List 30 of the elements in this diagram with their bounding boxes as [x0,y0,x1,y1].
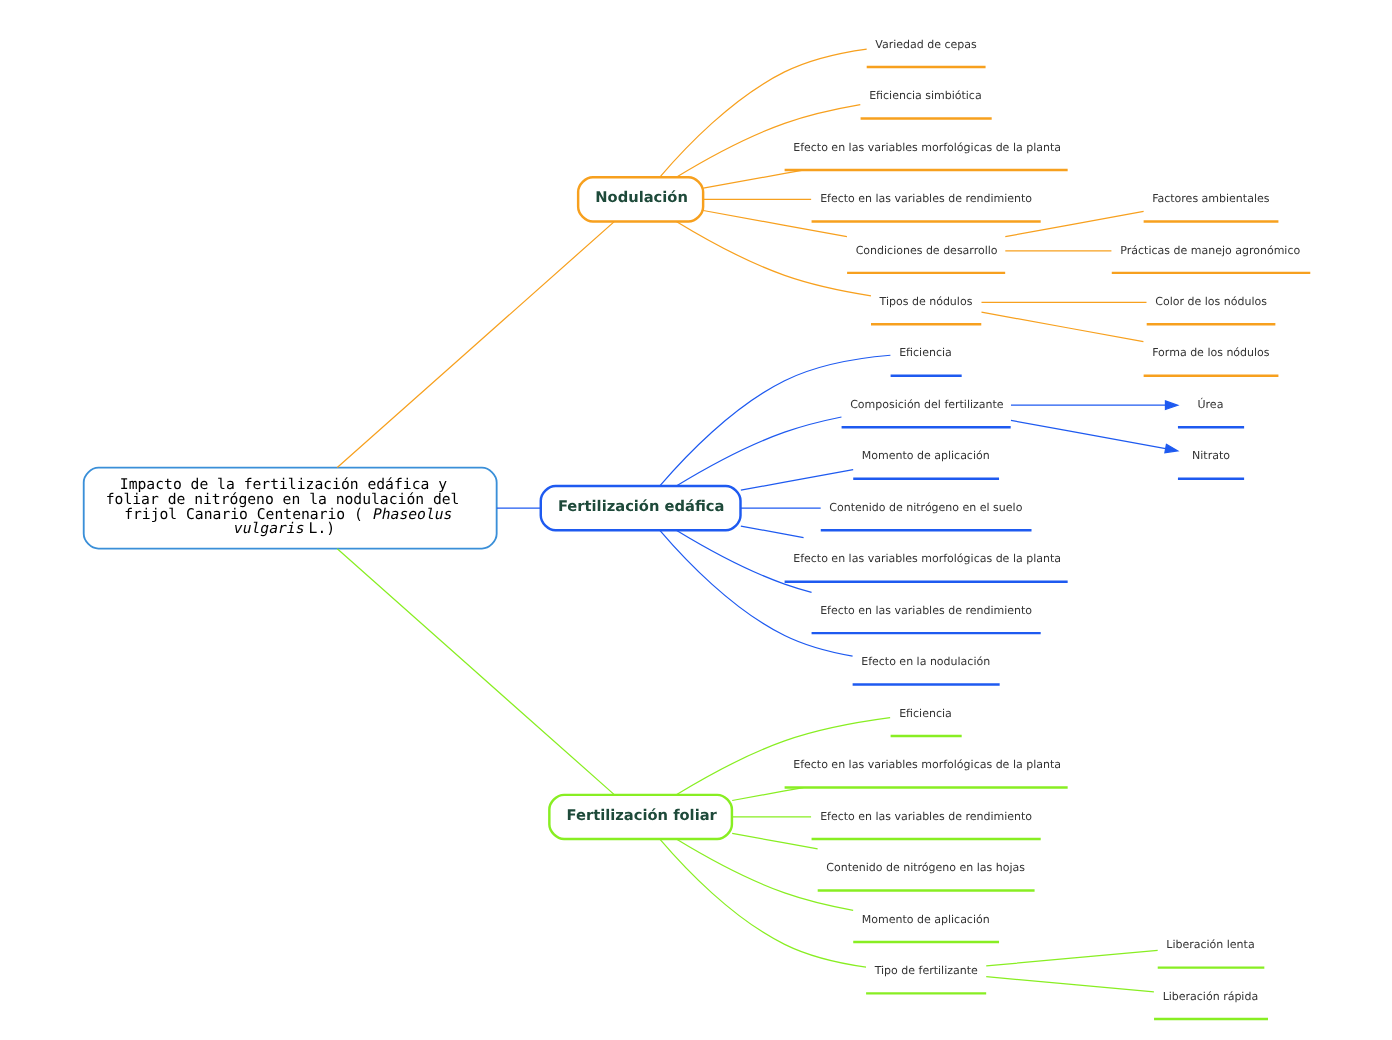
connector [701,208,847,237]
connector [658,528,853,656]
connector [701,197,811,199]
arrow [1009,418,1179,453]
connector [335,547,614,795]
connector [495,506,541,508]
connector [674,528,812,592]
arrow [1009,399,1179,410]
connector [674,219,871,296]
connector [1003,209,1144,237]
connector [658,47,867,177]
connector [739,506,821,508]
connector [1003,249,1112,251]
connector [739,524,804,538]
connector [674,837,853,910]
connector [335,220,614,468]
connector [979,300,1147,302]
connector [984,948,1158,966]
connector [979,310,1144,342]
connector [984,975,1154,992]
connector [658,837,866,967]
connector [701,168,803,188]
connector [730,831,818,849]
connector [739,468,853,490]
connector [658,353,891,486]
connector [730,785,804,801]
connector [674,103,860,177]
connector [674,716,890,795]
connector [730,815,811,817]
connector [674,415,842,486]
